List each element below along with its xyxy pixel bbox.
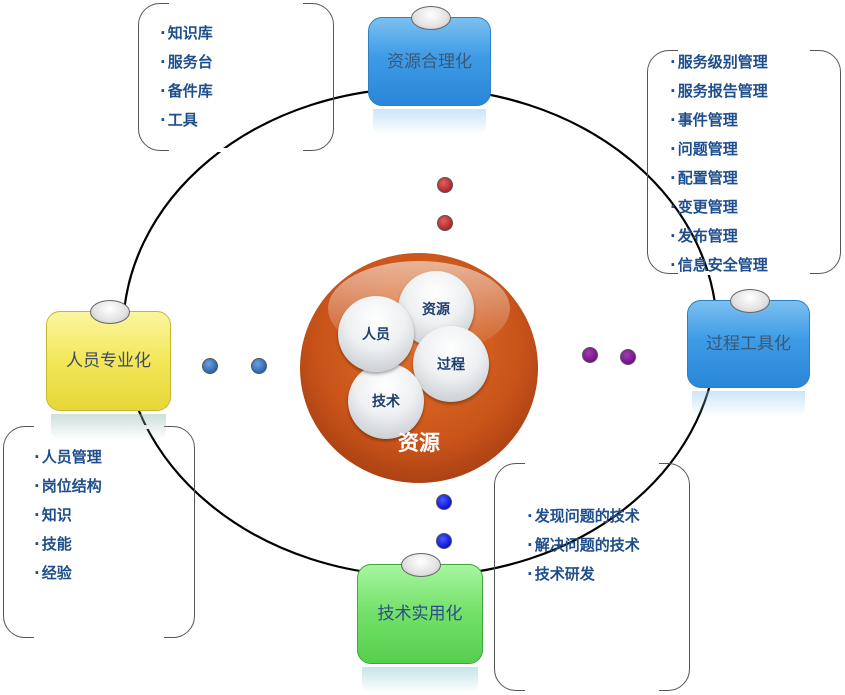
resource-list-bracket — [138, 2, 334, 152]
connector-dot — [436, 494, 452, 510]
bubble-people: 人员 — [338, 296, 414, 372]
list-item: 事件管理 — [670, 106, 768, 135]
list-item: 工具 — [160, 106, 213, 135]
center-resource-sphere[interactable]: 资源 过程 技术 人员 资源 — [300, 253, 538, 483]
node-resource-rationalization[interactable]: 资源合理化 — [368, 6, 491, 135]
center-label: 资源 — [398, 431, 440, 455]
list-item: 配置管理 — [670, 164, 768, 193]
connector-dot — [251, 358, 267, 374]
node-knob — [401, 553, 441, 577]
connector-dot — [582, 347, 598, 363]
list-item: 人员管理 — [34, 443, 102, 472]
node-reflection — [362, 667, 478, 693]
node-knob — [410, 6, 451, 30]
list-item: 服务台 — [160, 48, 213, 77]
node-label: 人员专业化 — [66, 351, 151, 371]
list-item: 发布管理 — [670, 222, 768, 251]
connector-dot — [620, 349, 636, 365]
connector-dot — [202, 358, 218, 374]
node-knob — [89, 300, 130, 324]
people-list: 人员管理 岗位结构 知识 技能 经验 — [34, 443, 102, 588]
list-item: 知识库 — [160, 19, 213, 48]
list-item: 知识 — [34, 501, 102, 530]
node-reflection — [373, 109, 486, 135]
list-item: 解决问题的技术 — [527, 531, 640, 560]
list-item: 备件库 — [160, 77, 213, 106]
connector-dot — [437, 177, 453, 193]
node-label: 技术实用化 — [377, 604, 463, 624]
list-item: 经验 — [34, 559, 102, 588]
list-item: 岗位结构 — [34, 472, 102, 501]
node-reflection — [692, 391, 805, 417]
list-item: 问题管理 — [670, 135, 768, 164]
list-item: 服务级别管理 — [670, 48, 768, 77]
connector-dot — [437, 215, 453, 231]
technology-list-bracket — [494, 462, 690, 692]
node-knob — [729, 289, 770, 313]
list-item: 变更管理 — [670, 193, 768, 222]
people-list-bracket — [3, 425, 195, 639]
node-process-tooling[interactable]: 过程工具化 — [687, 289, 810, 417]
list-item: 服务报告管理 — [670, 77, 768, 106]
bubble-process: 过程 — [413, 326, 489, 402]
node-label: 过程工具化 — [706, 334, 791, 354]
list-item: 发现问题的技术 — [527, 502, 640, 531]
list-item: 技术研发 — [527, 560, 640, 589]
bubble-technology: 技术 — [348, 363, 424, 439]
technology-list: 发现问题的技术 解决问题的技术 技术研发 — [527, 502, 640, 589]
process-list: 服务级别管理 服务报告管理 事件管理 问题管理 配置管理 变更管理 发布管理 信… — [670, 48, 768, 280]
node-label: 资源合理化 — [387, 51, 472, 72]
list-item: 信息安全管理 — [670, 251, 768, 280]
connector-dot — [436, 533, 452, 549]
node-reflection — [51, 414, 166, 440]
list-item: 技能 — [34, 530, 102, 559]
node-technology-practicality[interactable]: 技术实用化 — [357, 553, 483, 693]
node-people-professionalization[interactable]: 人员专业化 — [46, 300, 171, 440]
resource-list: 知识库 服务台 备件库 工具 — [160, 19, 213, 135]
